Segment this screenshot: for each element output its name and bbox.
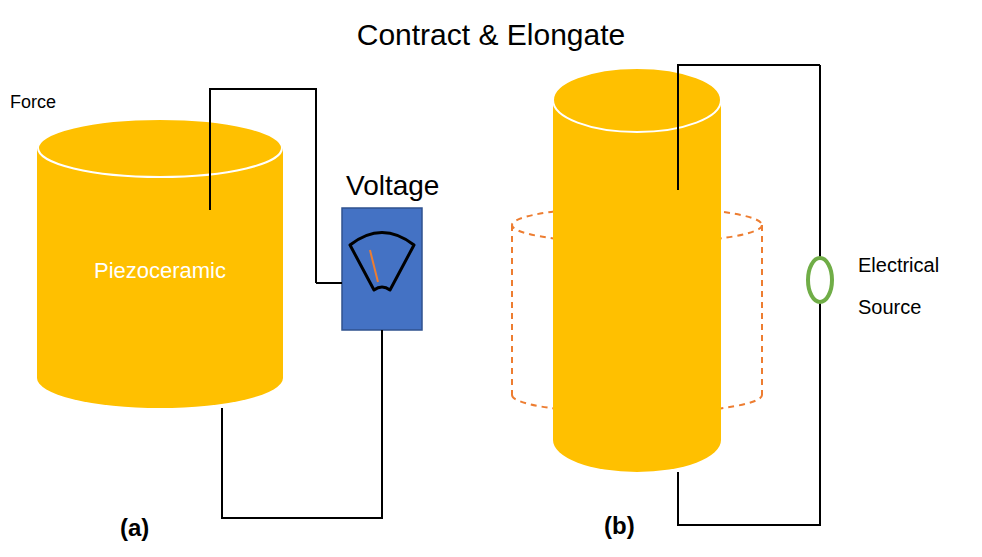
panel-label: (b) (604, 512, 635, 540)
force-label: Force (10, 92, 56, 113)
electrical-source-symbol (808, 258, 832, 302)
source-label: Electrical Source (858, 244, 968, 328)
wire (222, 65, 820, 525)
piezoceramic-cylinder: Piezoceramic (37, 118, 283, 408)
title: Contract & Elongate (0, 18, 982, 52)
panel-label: (a) (120, 514, 149, 542)
wire (210, 65, 820, 283)
voltmeter (342, 208, 422, 330)
cylinder-b (553, 68, 721, 472)
node-label: Piezoceramic (94, 258, 226, 284)
voltage-label: Voltage (346, 170, 439, 202)
